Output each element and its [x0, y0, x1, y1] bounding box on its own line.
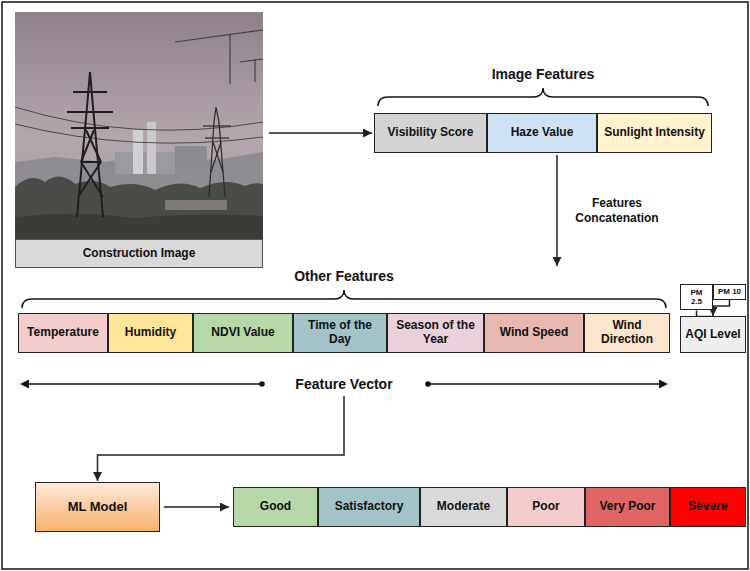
building: [175, 146, 207, 174]
box-label: Visibility Score: [385, 126, 477, 140]
edge-label: Features Concatenation: [567, 196, 667, 225]
pylon: [203, 107, 231, 197]
box-label: Severe: [685, 500, 730, 514]
box-label: NDVI Value: [208, 326, 277, 340]
box-label: Temperature: [24, 326, 102, 340]
span-arrowhead: [20, 380, 29, 389]
image-caption: Construction Image: [15, 239, 263, 268]
span-arrow-line: [428, 383, 661, 385]
pm-box: PM 2.5: [680, 284, 713, 310]
box-label: Time of the Day: [294, 319, 386, 347]
feature-box: Humidity: [108, 313, 193, 353]
box-label: PM 2.5: [681, 288, 712, 306]
box-label: Season of the Year: [388, 319, 483, 347]
foreground: [15, 214, 263, 239]
feature-box: Time of the Day: [293, 313, 387, 353]
connector-arrow: [556, 155, 558, 266]
box-label: Moderate: [434, 500, 493, 514]
class-box: Poor: [507, 487, 585, 527]
crane: [175, 30, 263, 84]
box-label: Poor: [529, 500, 562, 514]
feature-box: Haze Value: [487, 113, 597, 153]
class-box: Moderate: [420, 487, 507, 527]
feature-box: NDVI Value: [193, 313, 293, 353]
feature-box: Temperature: [18, 313, 108, 353]
connector-arrow: [164, 506, 229, 508]
pm-box: PM 10: [713, 284, 746, 300]
group-heading: Other Features: [18, 268, 670, 284]
feature-box: Wind Direction: [584, 313, 670, 353]
span-arrowhead: [659, 380, 668, 389]
chimney: [133, 130, 143, 174]
span-arrow-line: [27, 383, 262, 385]
power-line: [15, 107, 263, 130]
distant-haze: [15, 152, 263, 239]
model-box: ML Model: [35, 482, 160, 532]
span-dot: [259, 381, 265, 387]
box-label: Satisfactory: [332, 500, 407, 514]
pylon: [67, 72, 113, 217]
feature-box: Season of the Year: [387, 313, 484, 353]
connector-arrow: [713, 300, 730, 316]
feature-box: Visibility Score: [374, 113, 487, 153]
box-label: Wind Speed: [497, 326, 572, 340]
curly-brace: [22, 290, 666, 308]
group-footer: Feature Vector: [18, 376, 670, 392]
construction-photo: [15, 12, 263, 239]
class-box: Severe: [670, 487, 746, 527]
hazy-sky: [15, 12, 263, 239]
box-label: AQI Level: [682, 328, 743, 342]
building: [115, 152, 175, 174]
class-box: Good: [233, 487, 318, 527]
group-heading: Image Features: [374, 66, 712, 82]
aqi-box: AQI Level: [680, 316, 746, 353]
box-label: Very Poor: [596, 500, 658, 514]
box-label: PM 10: [715, 287, 744, 296]
box-label: Good: [257, 500, 294, 514]
box-label: Wind Direction: [585, 319, 669, 347]
box-label: Haze Value: [508, 126, 577, 140]
box-label: ML Model: [65, 500, 131, 515]
feature-box: Wind Speed: [484, 313, 584, 353]
connector-arrow: [269, 132, 372, 134]
box-label: Humidity: [122, 326, 179, 340]
site-ground: [165, 200, 227, 210]
power-line: [15, 124, 263, 143]
feature-box: Sunlight Intensity: [597, 113, 712, 153]
feature-group: Other FeaturesFeature Vector Temperature H…: [18, 268, 670, 394]
chimney: [147, 122, 156, 174]
span-dot: [425, 381, 431, 387]
tree-line: [15, 176, 263, 239]
class-box: Very Poor: [585, 487, 670, 527]
feature-group: Image FeaturesVisibility Score Haze Value…: [374, 66, 712, 153]
connector-arrow: [98, 396, 345, 481]
class-box: Satisfactory: [318, 487, 420, 527]
curly-brace: [378, 88, 708, 106]
box-label: Sunlight Intensity: [601, 126, 708, 140]
image-panel: Construction Image: [15, 12, 263, 268]
